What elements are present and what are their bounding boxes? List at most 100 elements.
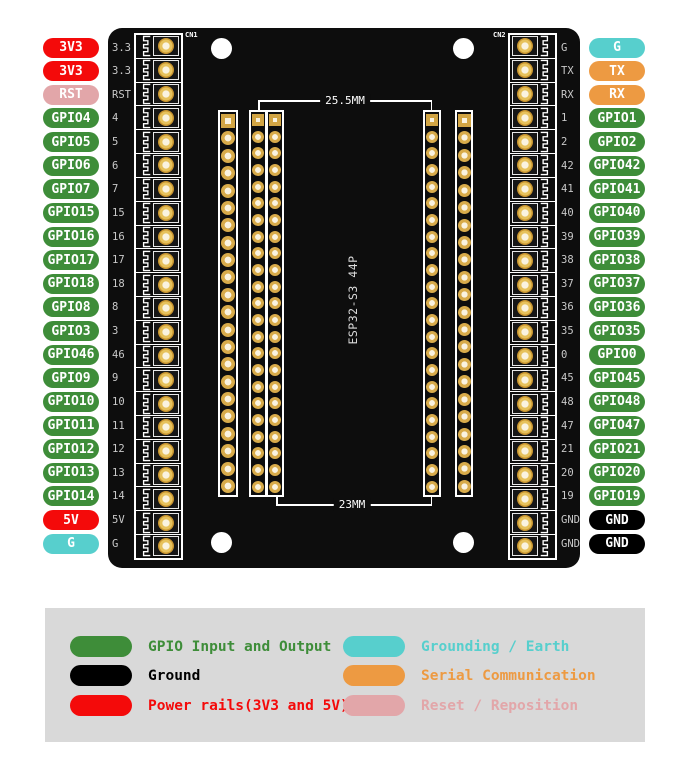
legend-label: Power rails(3V3 and 5V) <box>148 697 349 714</box>
via-pad <box>221 114 235 128</box>
wire-clamp-icon <box>540 250 549 271</box>
via-pad <box>269 447 281 460</box>
terminal-hole <box>517 228 533 245</box>
terminal-cell <box>136 59 181 83</box>
pad-strip-right-outer-row <box>455 110 473 497</box>
pin-pill-left: GPIO46 <box>43 344 99 365</box>
via-pad <box>457 253 471 267</box>
terminal-hole <box>517 205 533 222</box>
terminal-cell <box>510 106 555 131</box>
pad-silk-label-left: 13 <box>112 466 125 479</box>
terminal-pad <box>512 107 538 128</box>
via-pad <box>457 201 471 215</box>
pin-pill-left: 3V3 <box>43 61 99 82</box>
terminal-cell <box>136 464 181 488</box>
terminal-hole <box>158 252 174 269</box>
terminal-hole <box>158 419 174 436</box>
pad-silk-label-left: 11 <box>112 419 125 432</box>
via-pad <box>457 288 471 302</box>
via-pad <box>457 427 471 441</box>
wire-clamp-icon <box>142 60 151 81</box>
via-pad <box>426 380 438 393</box>
terminal-cell <box>136 440 181 464</box>
via-pad <box>252 114 264 126</box>
terminal-cell <box>136 345 181 369</box>
pin-pill-right: GPIO37 <box>589 273 645 294</box>
terminal-pad <box>153 322 179 343</box>
terminal-pad <box>153 417 179 438</box>
terminal-hole <box>517 490 533 507</box>
legend-row: GPIO Input and Output <box>70 636 331 657</box>
via-pad <box>457 131 471 145</box>
legend-label: Serial Communication <box>421 667 596 684</box>
via-pad <box>426 397 438 410</box>
terminal-hole <box>517 347 533 364</box>
via-pad <box>457 166 471 180</box>
pin-pill-right: GPIO36 <box>589 297 645 318</box>
mounting-hole <box>211 38 232 59</box>
terminal-cell <box>136 416 181 440</box>
pin-pill-left: GPIO3 <box>43 321 99 342</box>
wire-clamp-icon <box>540 345 549 367</box>
wire-clamp-icon <box>540 536 549 557</box>
pin-pill-right: TX <box>589 61 645 82</box>
terminal-hole <box>517 300 533 317</box>
pad-silk-label-left: 5 <box>112 136 119 149</box>
via-pad <box>457 235 471 249</box>
pad-silk-label-left: 15 <box>112 206 125 219</box>
terminal-cell <box>136 535 181 558</box>
terminal-cell <box>510 297 555 321</box>
wire-clamp-icon <box>540 417 549 438</box>
terminal-hole <box>158 300 174 317</box>
via-pad <box>252 197 264 210</box>
pin-pill-right: GPIO39 <box>589 226 645 247</box>
pad-strip-left-inner-row-a <box>249 110 267 497</box>
pad-silk-label-right: 21 <box>561 443 574 456</box>
pin-pill-left: 3V3 <box>43 37 99 58</box>
pad-silk-label-right: 48 <box>561 395 574 408</box>
terminal-hole <box>158 228 174 245</box>
via-pad <box>269 330 281 343</box>
via-pad <box>221 270 235 285</box>
via-pad <box>221 339 235 354</box>
wire-clamp-icon <box>142 345 151 367</box>
via-pad <box>269 430 281 443</box>
terminal-cell <box>510 59 555 83</box>
pad-strip-left-outer-row <box>218 110 238 497</box>
pin-pill-left: GPIO16 <box>43 226 99 247</box>
via-pad <box>221 200 235 215</box>
via-pad <box>457 305 471 319</box>
legend-label: GPIO Input and Output <box>148 638 332 655</box>
terminal-cell <box>136 368 181 393</box>
terminal-pad <box>512 512 538 533</box>
via-pad <box>252 230 264 243</box>
terminal-hole <box>158 157 174 174</box>
pin-pill-left: GPIO18 <box>43 273 99 294</box>
via-pad <box>457 218 471 232</box>
pad-silk-label-right: 36 <box>561 301 574 314</box>
via-pad <box>269 347 281 360</box>
pin-pill-left: GPIO12 <box>43 439 99 460</box>
via-pad <box>221 253 235 267</box>
terminal-pad <box>153 60 179 81</box>
wire-clamp-icon <box>540 393 549 414</box>
via-pad <box>269 264 281 277</box>
wire-clamp-icon <box>142 179 151 200</box>
wire-clamp-icon <box>142 131 151 152</box>
terminal-hole <box>158 490 174 507</box>
terminal-hole <box>517 86 533 103</box>
via-pad <box>252 280 264 293</box>
pad-silk-label-left: 7 <box>112 183 119 196</box>
terminal-hole <box>158 514 174 531</box>
terminal-cell <box>510 345 555 369</box>
via-pad <box>269 280 281 293</box>
terminal-hole <box>158 443 174 460</box>
pin-pill-right: GPIO40 <box>589 202 645 223</box>
terminal-cell <box>136 487 181 512</box>
cn1-silk-label: CN1 <box>185 31 198 39</box>
terminal-hole <box>517 538 533 555</box>
pad-silk-label-left: 3.3 <box>112 41 131 54</box>
dimension-label-top: 25.5MM <box>320 93 370 107</box>
terminal-hole <box>517 371 533 388</box>
legend-label: Grounding / Earth <box>421 638 570 655</box>
